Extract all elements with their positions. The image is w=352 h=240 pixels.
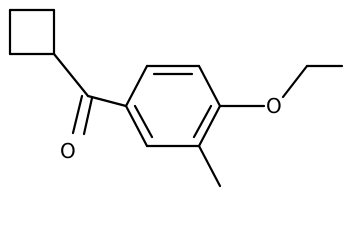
bond-aryl-4 (197, 104, 222, 148)
bond-aryl-3 (197, 64, 222, 108)
bond-ether-oxygen-ethyl (281, 64, 309, 99)
cyclobutyl-ring (8, 8, 56, 56)
bond-carbonyl-aryl (86, 94, 128, 108)
carbonyl-oxygen-label: O (60, 139, 76, 163)
bond-methyl (197, 144, 222, 188)
benzene-ring (124, 64, 222, 148)
bond-aryl-inner-2 (192, 104, 213, 139)
bond-cyclobutyl-carbonyl (52, 52, 90, 98)
carbonyl-double-bond (71, 94, 94, 136)
bond-aryl-1 (124, 64, 149, 108)
ether-oxygen-label: O (266, 94, 282, 118)
chemical-structure: O O (8, 8, 344, 188)
bond-carbonyl-1 (71, 94, 84, 135)
bond-carbonyl-2 (82, 96, 94, 136)
bond-aryl-6 (124, 104, 149, 148)
bond-aryl-inner-3 (133, 104, 154, 139)
